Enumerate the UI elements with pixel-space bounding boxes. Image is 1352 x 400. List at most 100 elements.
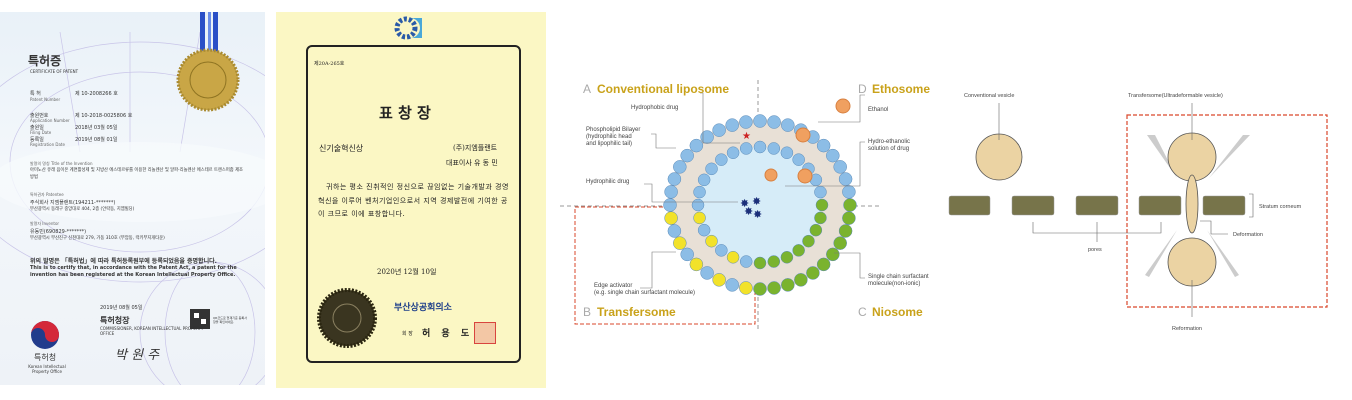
invention-title: 아미노산 유래 음이온 계면활성제 및 지방산 에스테르류를 이용한 리놀렌산 …	[30, 168, 244, 180]
certify-text-en: This is to certify that, in accordance w…	[30, 265, 237, 278]
svg-text:✸: ✸	[740, 198, 749, 210]
lipid-head	[739, 281, 753, 295]
svg-text:Deformation: Deformation	[1233, 232, 1263, 238]
hydrophobic-drug-icon: ★	[742, 131, 751, 142]
lipid-head	[726, 146, 740, 159]
svg-text:molecule(non-ionic): molecule(non-ionic)	[868, 281, 920, 287]
lipid-head	[697, 173, 711, 187]
lipid-head	[781, 278, 795, 292]
award-seal-icon	[317, 288, 377, 348]
lipid-head	[843, 198, 857, 212]
patent-title-en: CERTIFICATE OF PATENT	[30, 69, 79, 74]
svg-text:✸: ✸	[752, 196, 761, 208]
lipid-head	[715, 153, 728, 166]
svg-text:Hydrophilic drug: Hydrophilic drug	[586, 179, 629, 185]
lipid-head	[767, 142, 781, 155]
lipid-head	[806, 266, 820, 280]
svg-text:✸: ✸	[753, 209, 762, 221]
signature: 박 원 주	[115, 348, 160, 363]
lipid-head	[680, 148, 694, 163]
lipid-head	[667, 172, 682, 186]
svg-text:Hydro-ethanolic: Hydro-ethanolic	[868, 139, 910, 145]
lipid-head	[833, 236, 847, 250]
title-niosome: Niosome	[872, 305, 923, 319]
lipid-head	[726, 251, 740, 264]
ethanol-molecule	[797, 168, 813, 184]
lipid-head	[842, 211, 856, 225]
lipid-head	[833, 160, 847, 174]
title-conventional-liposome: Conventional liposome	[597, 82, 729, 96]
svg-text:Phospholipid Bilayer: Phospholipid Bilayer	[586, 127, 640, 133]
svg-text:(hydrophilic head: (hydrophilic head	[586, 134, 632, 140]
award-body: 귀하는 평소 진취적인 정신으로 끊임없는 기술개발과 경영혁신을 이루어 벤처…	[318, 183, 509, 218]
lipid-head	[693, 211, 706, 225]
lipid-head	[826, 247, 840, 262]
certify-text-ko: 위의 발명은 「특허법」에 따라 특허등록원부에 등록되었음을 증명합니다.	[30, 258, 217, 265]
lipid-head	[700, 266, 714, 280]
patent-background-pattern	[0, 12, 265, 385]
title-ethosome: Ethosome	[872, 82, 930, 96]
svg-text:Transfersome(Ultradeformable v: Transfersome(Ultradeformable vesicle)	[1128, 93, 1223, 99]
issuer-name: 부산상공회의소	[394, 303, 452, 313]
lipid-head	[814, 185, 827, 199]
inventor: 유동민(690829-*******)	[30, 229, 87, 235]
award-title: 표 창 장	[379, 104, 431, 122]
gold-seal-icon	[176, 48, 240, 112]
lipid-head	[667, 224, 682, 238]
award-border	[306, 45, 521, 363]
lipid-head	[802, 234, 815, 248]
title-transfersome: Transfersome	[597, 305, 676, 319]
lipid-head	[705, 234, 718, 248]
lipid-head	[838, 172, 853, 186]
lipid-head	[792, 153, 805, 166]
lipid-head	[826, 148, 840, 163]
lipid-head	[816, 138, 831, 153]
svg-text:B: B	[583, 305, 591, 319]
lipid-head	[842, 185, 856, 199]
lipid-head	[739, 142, 753, 155]
reformed-vesicle	[1167, 237, 1217, 287]
chamber-logo-icon	[394, 16, 422, 40]
lipid-head	[809, 223, 823, 237]
lipid-head	[739, 115, 753, 129]
award-certificate: 제20A-265호 표 창 장 신기술혁신상 (주)지엠플랜트 대표이사 유 동…	[276, 12, 546, 388]
lipid-head	[753, 282, 767, 296]
lipid-head	[815, 198, 829, 212]
svg-text:(e.g. single chain surfactant: (e.g. single chain surfactant molecule)	[594, 290, 695, 296]
lipid-head	[715, 244, 728, 257]
lipid-head	[838, 224, 853, 238]
lipid-head	[780, 251, 794, 264]
aqueous-core	[698, 147, 822, 263]
transfersome-deformation-diagram: Conventional vesicle Transfersome(Ultrad…	[948, 93, 1328, 332]
lipid-head	[753, 114, 767, 128]
lipid-head	[753, 256, 767, 270]
lipid-head	[689, 257, 704, 272]
lipid-head	[693, 185, 706, 199]
lipid-head	[767, 115, 781, 129]
transfersome-box	[1126, 114, 1328, 308]
ethanol-molecule	[795, 127, 811, 143]
hydrophilic-drug-icon: ✸✸✸✸	[740, 196, 762, 221]
lipid-head	[700, 130, 714, 144]
lipid-head	[689, 138, 704, 153]
lipid-head	[792, 244, 805, 257]
patent-certificate: 특허증 CERTIFICATE OF PATENT 특 허 제 10-20082…	[0, 12, 265, 385]
patent-title: 특허증	[28, 54, 62, 68]
lipid-head	[739, 255, 753, 268]
ethanol-icon	[835, 98, 851, 114]
lipid-head	[725, 118, 739, 132]
lipid-head	[794, 273, 808, 287]
official-stamp-icon	[474, 322, 496, 344]
lipid-head	[767, 281, 781, 295]
lipid-head	[680, 247, 694, 262]
label-hydrophobic-drug: Hydrophobic drug	[631, 105, 678, 111]
lipid-head	[673, 236, 687, 250]
svg-text:Stratum corneum: Stratum corneum	[1259, 204, 1302, 210]
lipid-head	[767, 255, 781, 268]
lipid-head	[691, 198, 705, 212]
lipid-head	[725, 278, 739, 292]
label-single-chain-surfactant: Single chain surfactant	[868, 274, 929, 280]
lipid-head	[780, 146, 794, 159]
svg-text:solution of drug: solution of drug	[868, 146, 909, 152]
svg-text:Reformation: Reformation	[1172, 326, 1202, 332]
